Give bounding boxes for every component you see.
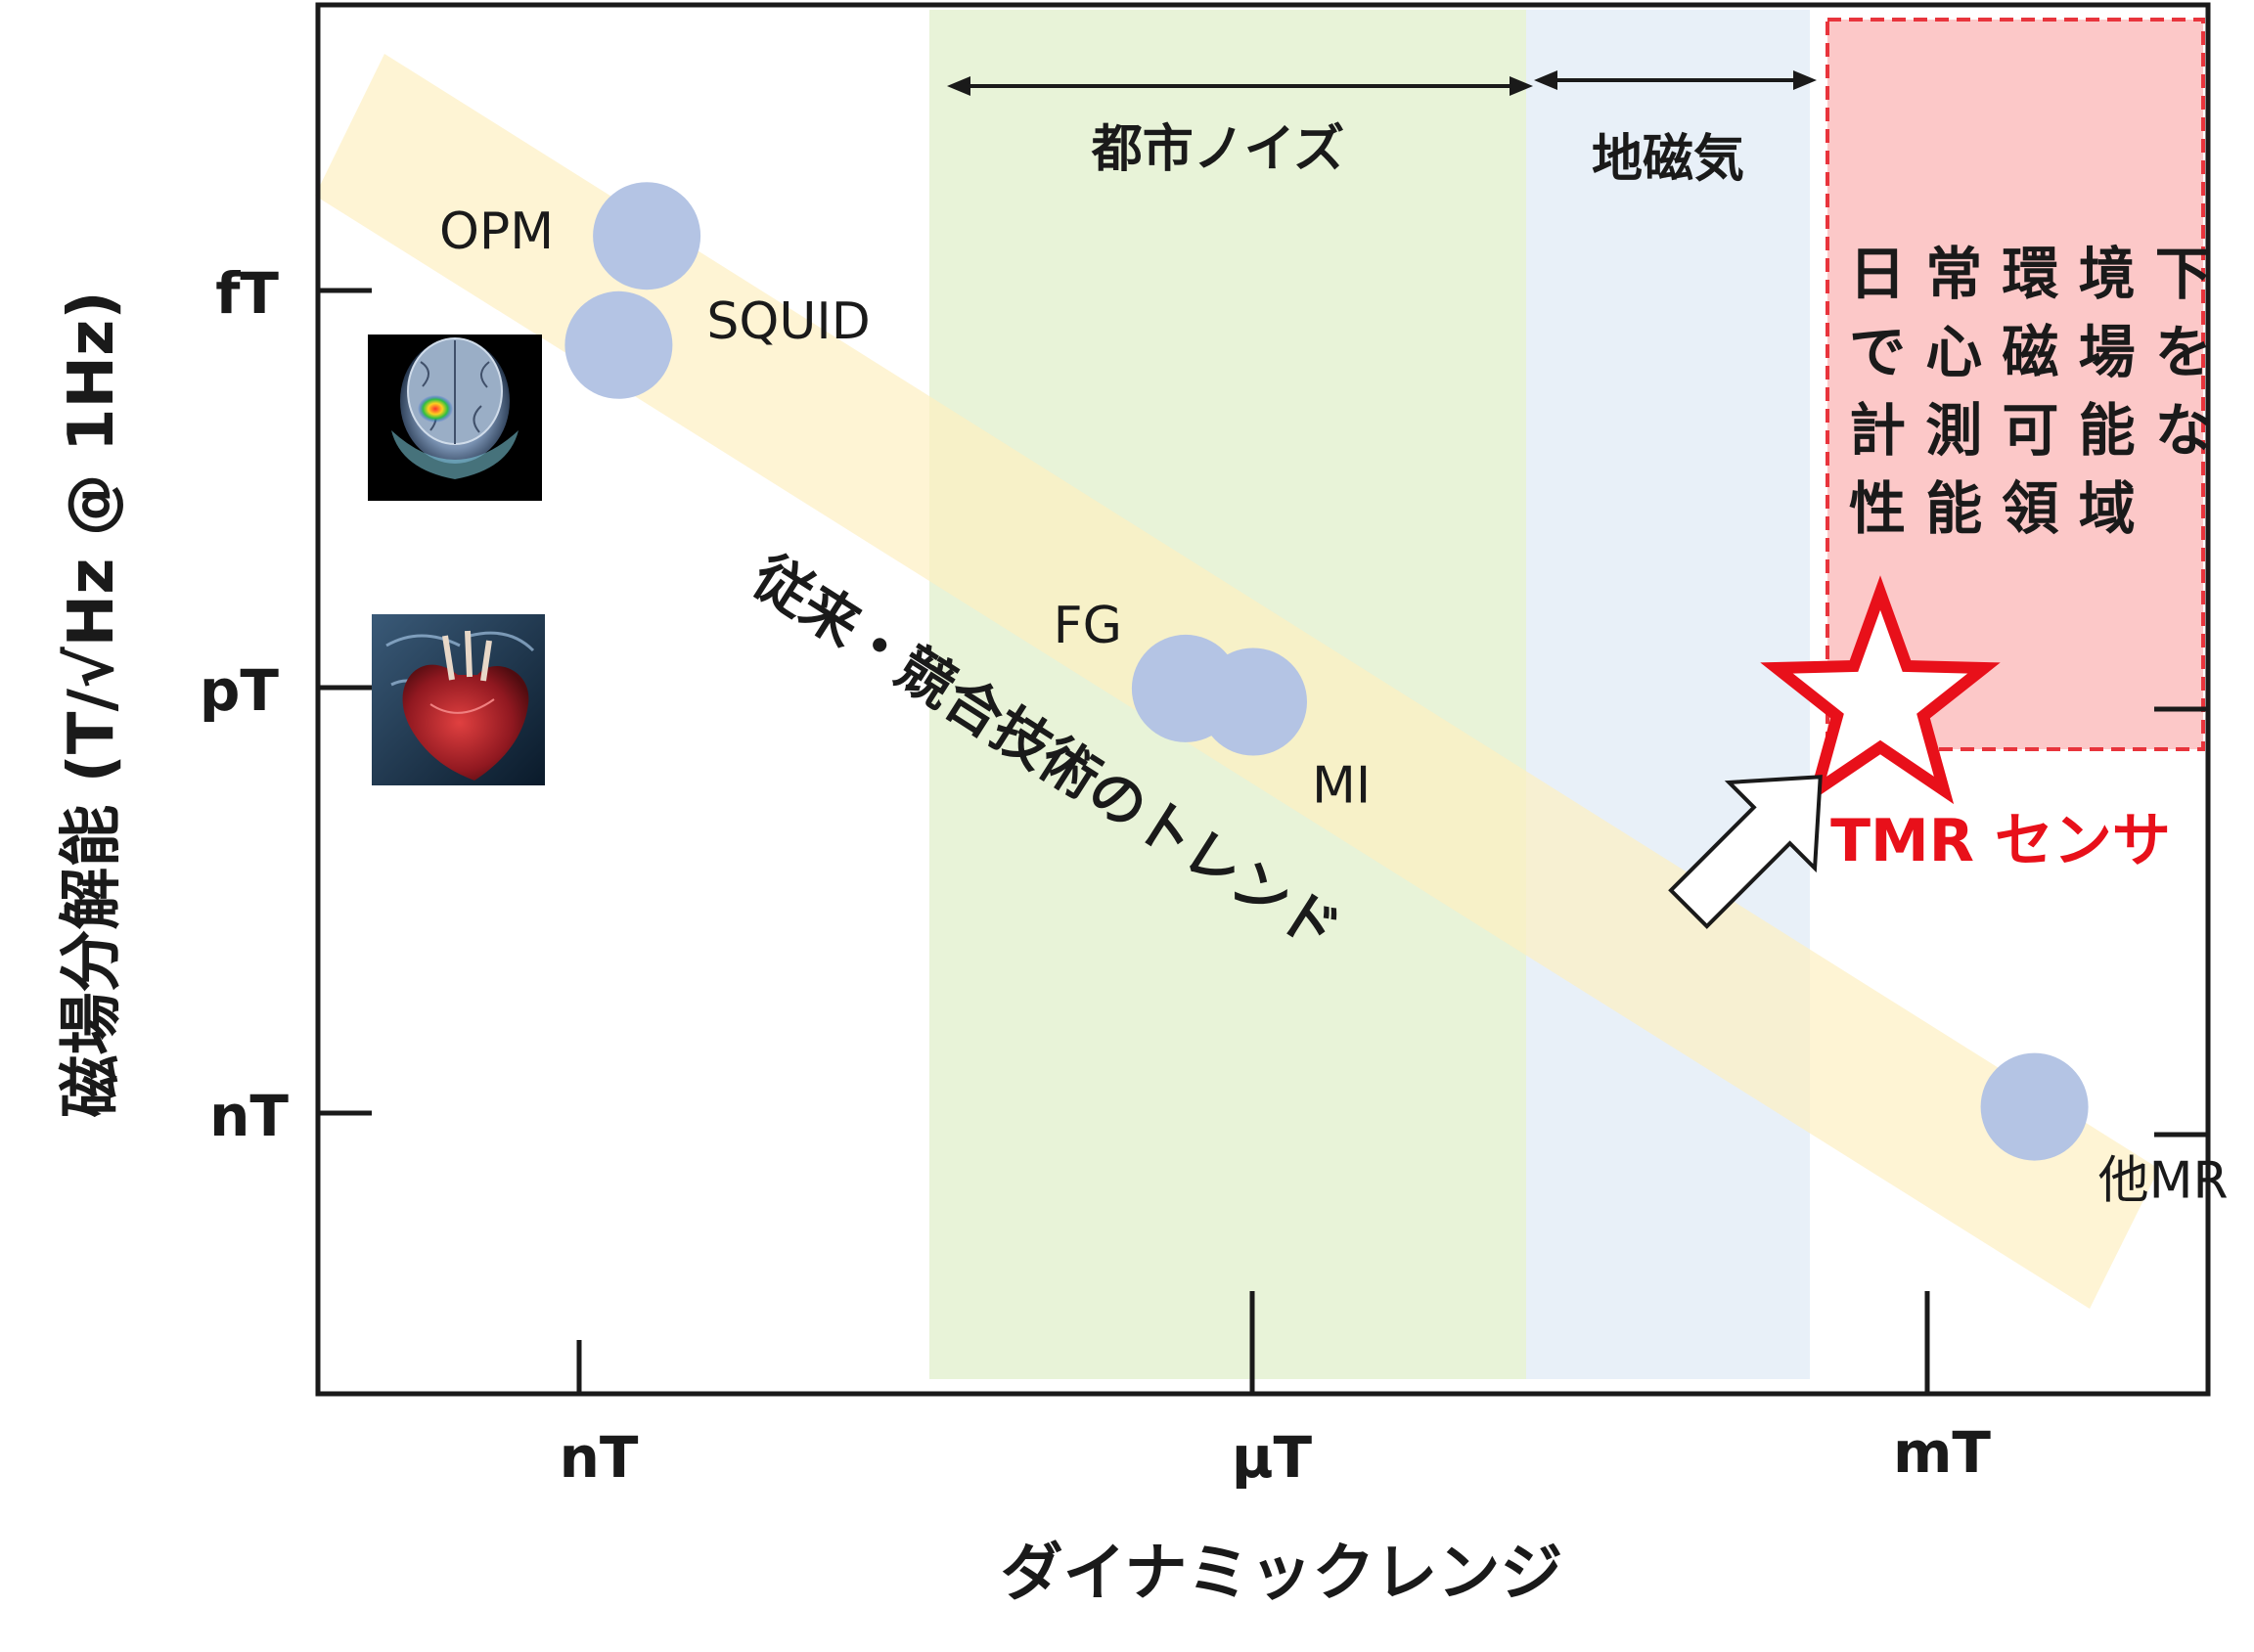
data-point-3 [1199, 647, 1307, 756]
data-point-label-0: OPM [439, 202, 554, 261]
data-point-4 [1980, 1052, 2089, 1161]
star-icon [1760, 575, 2001, 805]
heart-icon [372, 614, 545, 785]
region-label-geomagnetism: 地磁気 [1592, 130, 1744, 189]
y-axis-title: 磁場分解能 (T/√Hz @ 1Hz) [56, 290, 128, 1117]
data-point-label-4: 他MR [2098, 1152, 2229, 1211]
region-geomagnetism [1526, 10, 1810, 1379]
arrow-up-right-icon [1668, 775, 1823, 929]
data-point-label-3: MI [1312, 757, 1371, 816]
x-axis-title: ダイナミックレンジ [1001, 1538, 1563, 1610]
data-point-label-1: SQUID [706, 292, 870, 351]
geomagnetism-arrow [1534, 70, 1817, 90]
target-label-line-1: 日 常 環 境 下 [1849, 241, 2212, 307]
data-points: OPM SQUID FG MI 他MR [439, 182, 2229, 1211]
x-tick-label-nt: nT [560, 1424, 639, 1491]
brain-scan-icon [368, 335, 542, 501]
plot-frame [315, 2, 2211, 1397]
y-tick-label-pt: pT [200, 657, 280, 724]
x-tick-label-mt: mT [1893, 1419, 1991, 1486]
x-tick-label-ut: μT [1232, 1424, 1313, 1491]
target-label-line-4: 性 能 領 域 [1849, 475, 2136, 542]
urban-noise-arrow [947, 76, 1533, 96]
data-point-1 [564, 290, 673, 399]
tmr-sensor-label: TMR センサ [1830, 807, 2171, 875]
data-point-label-2: FG [1054, 597, 1122, 655]
y-tick-label-ft: fT [215, 260, 279, 327]
data-point-0 [593, 182, 701, 290]
target-label-line-2: で 心 磁 場 を [1849, 319, 2212, 385]
region-label-urban-noise: 都市ノイズ [1091, 120, 1344, 179]
target-label-line-3: 計 測 可 能 な [1849, 397, 2212, 464]
y-tick-label-nt: nT [209, 1083, 289, 1149]
